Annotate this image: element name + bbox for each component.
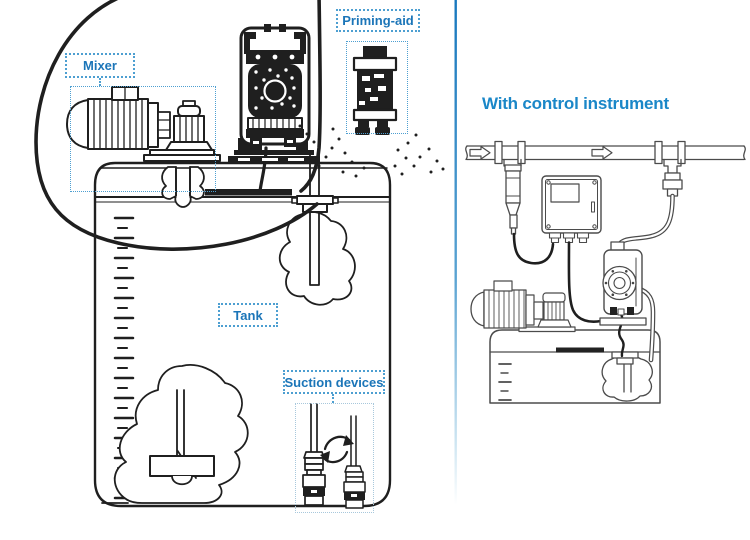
suction-devices-label-text: Suction devices bbox=[284, 374, 384, 390]
dosing-pump-small bbox=[599, 241, 647, 326]
suction-devices-label: Suction devices bbox=[283, 370, 385, 394]
mixer-label: Mixer bbox=[65, 53, 135, 78]
pump-head bbox=[602, 265, 637, 301]
lid-seal-bar bbox=[205, 189, 292, 196]
right-panel-title: With control instrument bbox=[482, 94, 669, 114]
suction-lances bbox=[302, 403, 366, 509]
agitator bbox=[101, 364, 249, 504]
suction-lance-left bbox=[302, 403, 326, 506]
controller-display bbox=[550, 183, 580, 203]
mixer-drawing bbox=[66, 86, 221, 162]
priming-aid-device bbox=[352, 46, 398, 135]
suction-devices-leader-line bbox=[332, 394, 334, 403]
injection-valve bbox=[662, 172, 683, 197]
suction-lance-right bbox=[343, 415, 366, 509]
process-pipe bbox=[465, 140, 746, 174]
pump-knob-area bbox=[248, 64, 302, 118]
mixer-leader-line bbox=[99, 78, 101, 86]
paddle bbox=[149, 455, 215, 477]
priming-aid-region-box bbox=[346, 41, 408, 134]
spray-dots bbox=[298, 124, 445, 178]
tank-label: Tank bbox=[218, 303, 278, 327]
divider-line bbox=[454, 0, 457, 505]
swap-arrows bbox=[320, 435, 354, 464]
discharge-tube bbox=[615, 193, 675, 251]
right-panel-title-text: With control instrument bbox=[482, 94, 669, 113]
mixer-label-text: Mixer bbox=[83, 58, 117, 73]
sensor-probe bbox=[504, 164, 522, 235]
tank-outline bbox=[93, 161, 392, 508]
left-diagram bbox=[34, 0, 445, 509]
mini-tank bbox=[489, 329, 661, 404]
controller-box bbox=[541, 175, 602, 244]
flow-arrow-center bbox=[591, 145, 613, 160]
right-diagram bbox=[465, 140, 746, 404]
suction-devices-region-box bbox=[295, 403, 374, 513]
tank-label-text: Tank bbox=[233, 307, 263, 323]
mini-mixer bbox=[470, 280, 576, 333]
hose-loop bbox=[34, 0, 322, 251]
signal-cable bbox=[512, 232, 555, 265]
pump-power-cable bbox=[567, 241, 603, 323]
mini-suction-port bbox=[601, 351, 653, 402]
tank-suction-pipe bbox=[278, 151, 356, 306]
mini-lid-seal-bar bbox=[556, 347, 604, 353]
flow-arrow-left bbox=[469, 145, 491, 160]
flow-arrows bbox=[469, 145, 613, 160]
pedestal-bell bbox=[173, 115, 205, 143]
mixer-region-box bbox=[70, 86, 216, 192]
dosing-pump-drawing bbox=[228, 24, 320, 193]
priming-aid-label: Priming-aid bbox=[336, 9, 420, 32]
pump-suction-tube bbox=[634, 285, 656, 363]
cable-glands bbox=[548, 232, 590, 244]
priming-aid-label-text: Priming-aid bbox=[342, 13, 414, 28]
